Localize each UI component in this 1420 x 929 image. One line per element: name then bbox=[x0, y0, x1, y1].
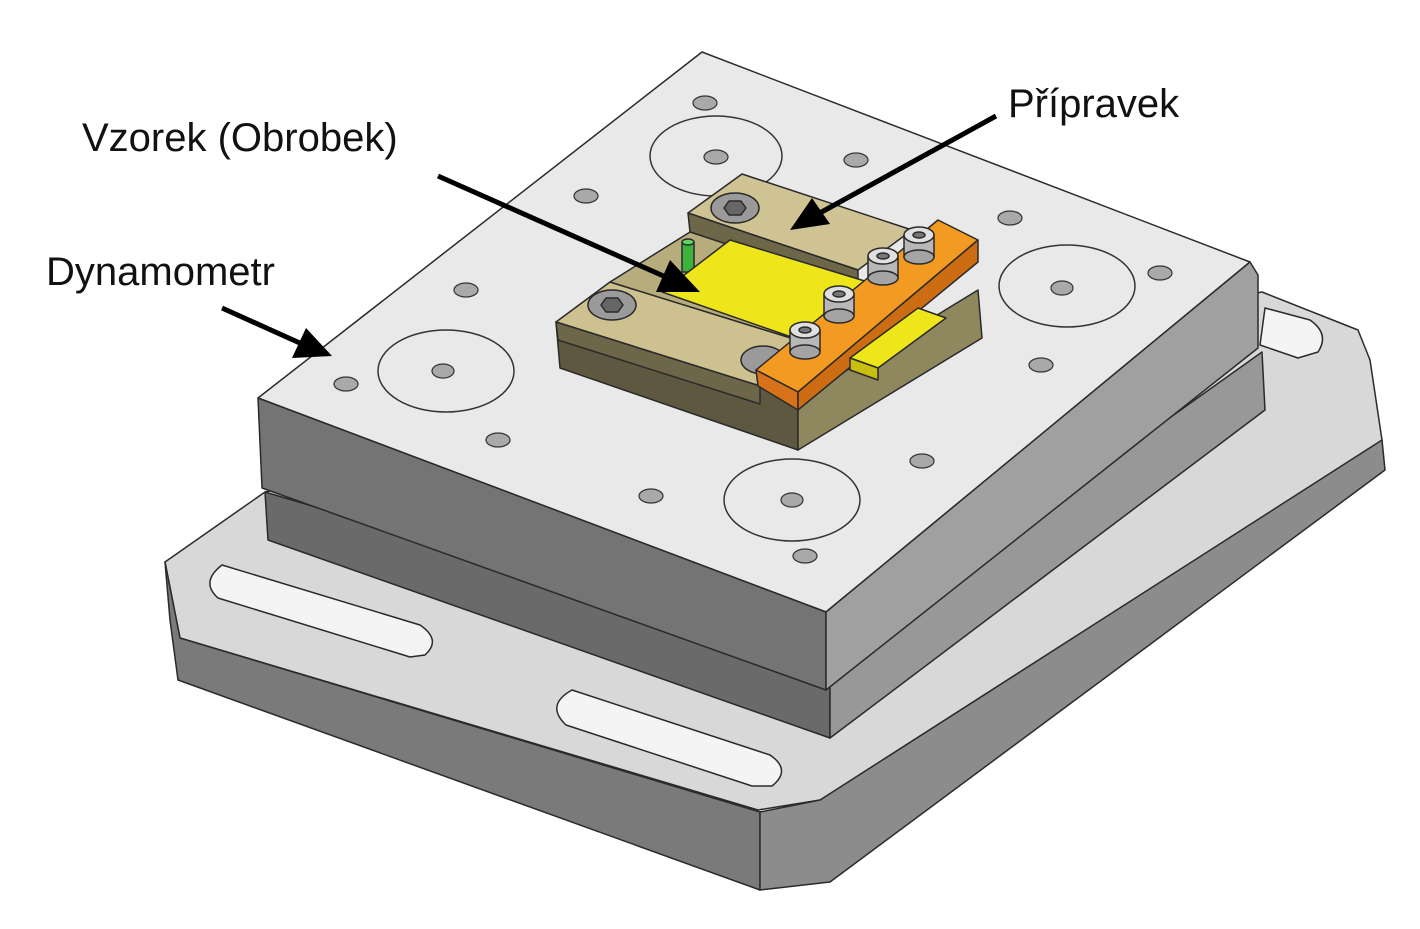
hole bbox=[573, 188, 599, 204]
hole bbox=[909, 453, 935, 469]
counterbore-ring bbox=[723, 458, 861, 542]
hole bbox=[1028, 357, 1054, 373]
slot-left bbox=[209, 564, 434, 658]
hole bbox=[843, 152, 869, 168]
hole bbox=[638, 488, 664, 504]
hole bbox=[453, 282, 479, 298]
cap-screw bbox=[789, 321, 821, 360]
dynamometer-arrow-line bbox=[220, 305, 304, 347]
dynamometer-label: Dynamometr bbox=[46, 250, 275, 294]
hole bbox=[792, 548, 818, 564]
clamp-bar-side bbox=[797, 239, 979, 411]
fixture-arrow-head bbox=[790, 198, 830, 230]
hex-socket bbox=[600, 297, 624, 313]
hole bbox=[1050, 280, 1074, 296]
pin-top bbox=[681, 238, 695, 246]
cap-screw bbox=[903, 226, 935, 265]
hole bbox=[780, 492, 804, 508]
hex-socket bbox=[723, 200, 747, 216]
fixture-label: Přípravek bbox=[1008, 82, 1180, 126]
callout-arrows bbox=[220, 113, 998, 358]
hole bbox=[692, 95, 718, 111]
top-plate-side bbox=[825, 261, 1259, 691]
base-plate-side bbox=[759, 439, 1386, 891]
counterbore-ring bbox=[998, 244, 1136, 328]
hole bbox=[431, 363, 455, 379]
cap-screw-group bbox=[789, 226, 935, 360]
slot-front bbox=[556, 689, 783, 787]
fixture-front-jaw-front bbox=[555, 321, 761, 405]
spacer-block-front bbox=[849, 357, 879, 381]
workpiece-arrow-line bbox=[436, 173, 670, 281]
cap-screw bbox=[867, 247, 899, 286]
counterbore-ring bbox=[377, 329, 515, 413]
slot-right bbox=[1259, 307, 1324, 359]
locating-pin bbox=[681, 241, 695, 273]
hole bbox=[1147, 265, 1173, 281]
hole bbox=[333, 376, 359, 392]
fixture-arrow-line bbox=[816, 113, 998, 217]
hole bbox=[703, 149, 729, 165]
fixture bbox=[555, 173, 983, 451]
dynamometer-arrow-head bbox=[292, 328, 332, 358]
cap-screw bbox=[823, 285, 855, 324]
workpiece-label: Vzorek (Obrobek) bbox=[82, 116, 398, 160]
hole bbox=[485, 432, 511, 448]
hole bbox=[997, 210, 1023, 226]
workpiece-arrow-head bbox=[656, 260, 700, 292]
